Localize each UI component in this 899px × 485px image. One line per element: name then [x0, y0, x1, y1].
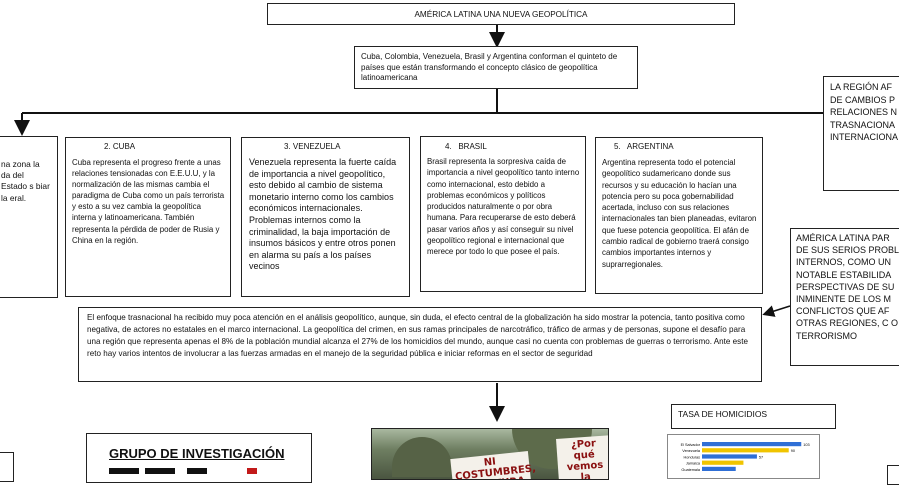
stability-box: AMÉRICA LATINA PAR DE SUS SERIOS PROBL I… [790, 228, 899, 366]
bottom-left-box [0, 452, 14, 482]
argentina-box: 5. ARGENTINA Argentina representa todo e… [595, 137, 763, 294]
logo-bar [187, 468, 207, 474]
category-label: Venezuela [682, 449, 701, 453]
homicide-label-box: TASA DE HOMICIDIOS [671, 404, 836, 429]
arrow-right-to-summary [762, 305, 791, 317]
category-label: Guatemala [681, 468, 700, 472]
bar [702, 466, 736, 471]
bar [702, 454, 757, 459]
venezuela-heading: 3. VENEZUELA [284, 142, 341, 151]
logo-bar [145, 468, 175, 474]
homicide-label: TASA DE HOMICIDIOS [678, 409, 768, 419]
title-box: AMÉRICA LATINA UNA NUEVA GEOPOLÍTICA [267, 3, 735, 25]
logo-mark [247, 468, 257, 474]
argentina-heading: 5. ARGENTINA [614, 142, 674, 151]
cuba-box: 2. CUBA Cuba representa el progreso fren… [65, 137, 231, 297]
bar [702, 460, 744, 465]
colombia-text: na zona la da del Estado s biar la eral. [1, 159, 50, 203]
brasil-heading: 4. BRASIL [445, 142, 487, 151]
protest-sign: NI COSTUMBRES, NI CULTURA [450, 451, 536, 479]
bar [702, 448, 789, 453]
stability-text: AMÉRICA LATINA PAR DE SUS SERIOS PROBL I… [796, 233, 899, 341]
category-label: Honduras [684, 455, 701, 459]
summary-text: El enfoque trasnacional ha recibido muy … [87, 313, 748, 359]
data-label: 103 [803, 443, 809, 447]
intro-box: Cuba, Colombia, Venezuela, Brasil y Arge… [354, 46, 638, 89]
venezuela-text: Venezuela representa la fuerte caída de … [249, 157, 397, 272]
research-title: GRUPO DE INVESTIGACIÓN [109, 446, 285, 461]
logo-bar [109, 468, 139, 474]
bar [702, 442, 802, 447]
argentina-text: Argentina representa todo el potencial g… [602, 158, 757, 269]
bottom-right-box [887, 465, 899, 485]
summary-box: El enfoque trasnacional ha recibido muy … [78, 307, 762, 382]
tree-shape [392, 437, 452, 477]
brasil-box: 4. BRASIL Brasil representa la sorpresiv… [420, 136, 586, 292]
category-label: Jamaica [686, 462, 701, 466]
protest-photo: NI COSTUMBRES, NI CULTURA ¿Por qué vemos… [371, 428, 609, 480]
data-label: 57 [759, 455, 763, 459]
colombia-box: na zona la da del Estado s biar la eral. [0, 136, 58, 298]
venezuela-box: 3. VENEZUELA Venezuela representa la fue… [241, 137, 410, 297]
research-box: GRUPO DE INVESTIGACIÓN [86, 433, 312, 483]
cuba-text: Cuba representa el progreso frente a una… [72, 158, 225, 245]
region-text: LA REGIÓN AF DE CAMBIOS P RELACIONES N T… [830, 82, 899, 142]
category-label: El Salvador [681, 443, 701, 447]
protest-sign: ¿Por qué vemos la violencia [556, 435, 608, 479]
brasil-text: Brasil representa la sorpresiva caída de… [427, 157, 580, 257]
region-box: LA REGIÓN AF DE CAMBIOS P RELACIONES N T… [823, 76, 899, 191]
page-title: AMÉRICA LATINA UNA NUEVA GEOPOLÍTICA [414, 10, 588, 19]
connector-lines [14, 25, 823, 422]
data-label: 90 [791, 449, 795, 453]
intro-text: Cuba, Colombia, Venezuela, Brasil y Arge… [361, 52, 618, 83]
cuba-heading: 2. CUBA [104, 142, 136, 151]
